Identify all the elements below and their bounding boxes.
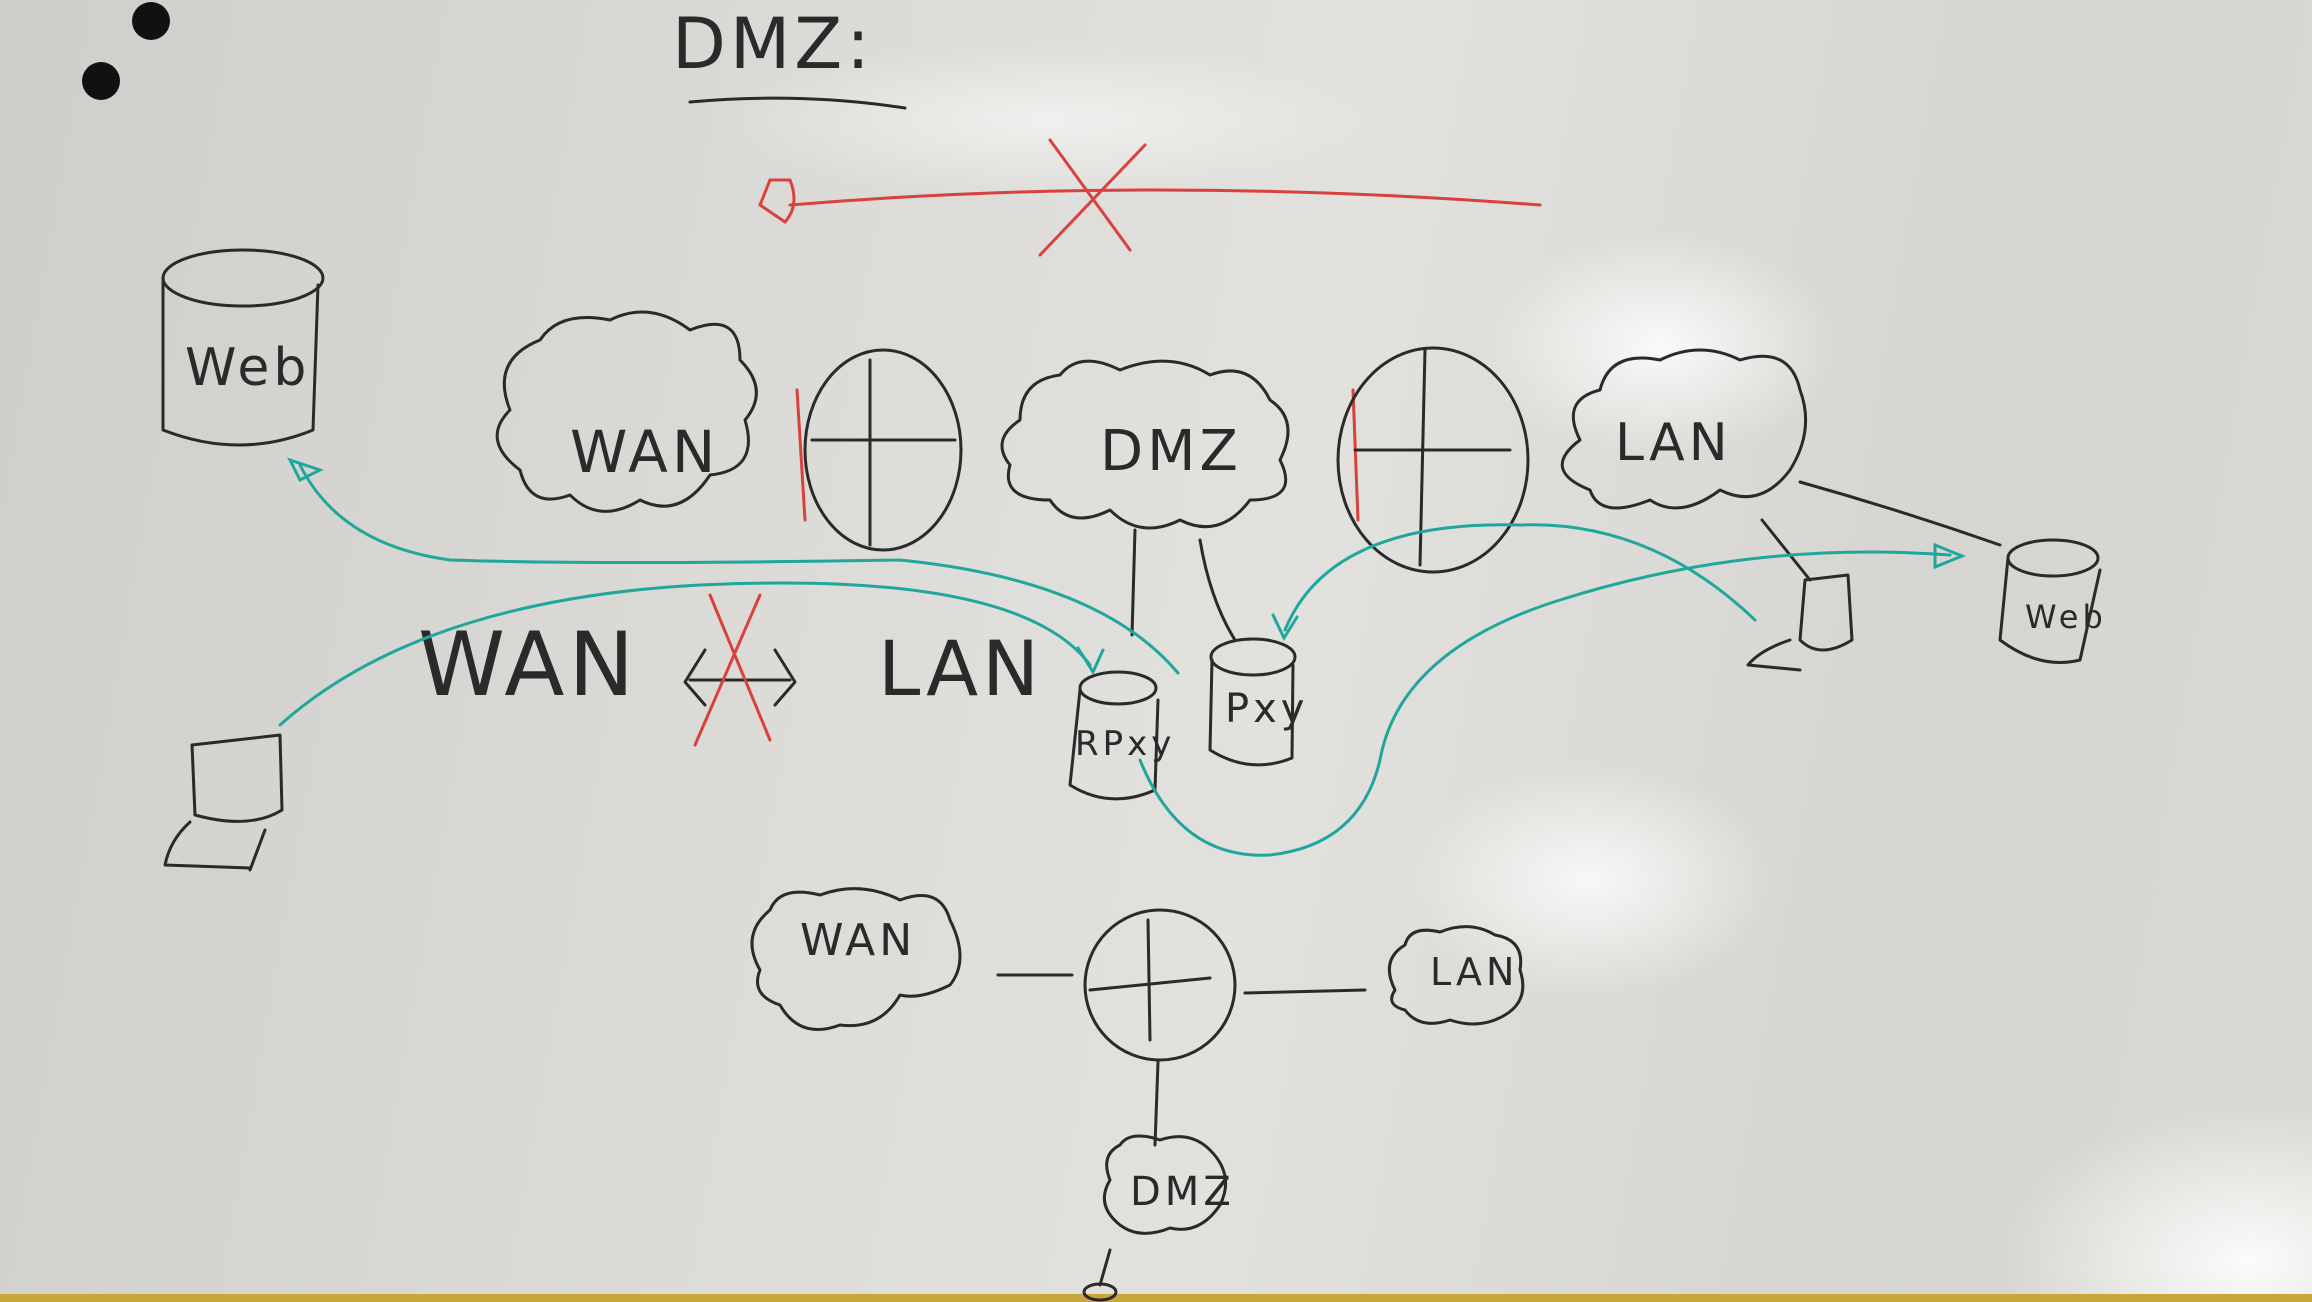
dmz-label: DMZ — [1100, 419, 1242, 484]
light-reflection — [700, 40, 1400, 200]
firewall-bottom — [1083, 908, 1237, 1062]
lan-cloud-bottom — [1387, 925, 1525, 1026]
magnet — [132, 2, 170, 40]
link-dmz-rpxy — [1130, 528, 1137, 637]
lan-cloud — [1560, 348, 1808, 510]
web-server-left — [161, 248, 325, 447]
blocked-arrow — [758, 138, 1542, 257]
link-firewall-dmz — [1153, 1060, 1160, 1147]
lan-label-bottom: LAN — [1430, 950, 1518, 994]
wan-label: WAN — [570, 418, 719, 486]
magnet — [82, 62, 120, 100]
firewall-1 — [795, 348, 963, 552]
rpxy-label: RPxy — [1075, 724, 1175, 764]
link-lan-web — [1798, 480, 2002, 547]
server-bottom — [1082, 1282, 1118, 1302]
board-frame — [0, 1294, 2312, 1302]
dmz-cloud-bottom — [1102, 1134, 1228, 1235]
link-dmz-server — [1098, 1248, 1112, 1287]
dmz-cloud — [1000, 359, 1290, 530]
light-reflection — [1480, 230, 1840, 460]
wan-label-bottom: WAN — [800, 915, 916, 966]
link-dmz-pxy — [1198, 538, 1237, 642]
lan-text: LAN — [878, 624, 1043, 713]
laptop-wan — [163, 733, 284, 872]
title-underline — [688, 96, 907, 110]
cross-mark — [693, 593, 772, 747]
web-label-left: Web — [185, 338, 310, 398]
web-server-right — [1998, 538, 2102, 664]
pxy-label: Pxy — [1225, 686, 1308, 732]
teal-flows — [278, 457, 1966, 857]
dmz-label-bottom: DMZ — [1130, 1169, 1235, 1215]
wan-text: WAN — [418, 613, 638, 716]
light-reflection — [1400, 760, 1780, 1000]
title: DMZ: — [672, 3, 874, 85]
reverse-proxy — [1068, 670, 1160, 801]
bidirectional-arrow — [683, 648, 797, 707]
light-reflection — [2000, 1100, 2312, 1302]
firewall-2 — [1336, 346, 1530, 574]
laptop-lan — [1746, 518, 1854, 672]
lan-label: LAN — [1615, 413, 1732, 473]
web-label-right: Web — [2025, 598, 2107, 636]
wan-cloud-bottom — [750, 887, 962, 1031]
proxy — [1208, 637, 1297, 767]
wan-cloud — [495, 310, 758, 513]
link-firewall-lan — [1243, 988, 1367, 995]
